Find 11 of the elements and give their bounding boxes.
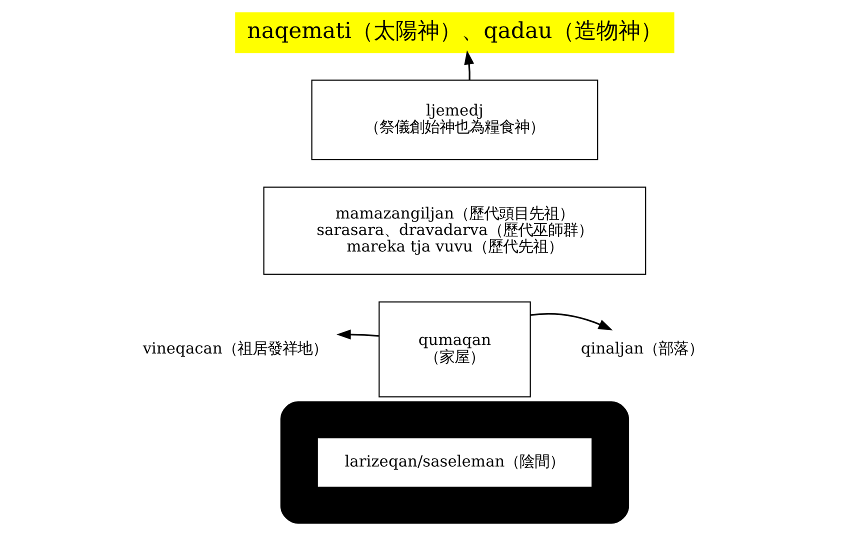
arrow [530, 312, 613, 330]
node-box: qumaqan （家屋） [378, 301, 531, 398]
arrow [464, 50, 474, 80]
cluster [280, 401, 630, 524]
node-text: vineqacan（祖居發祥地） [142, 339, 328, 358]
node-box: ljemedj （祭儀創始神也為糧食神） [311, 80, 598, 160]
node-box: naqemati（太陽神）、qadau（造物神） [235, 12, 674, 54]
arrow [336, 330, 379, 340]
node-text: qinaljan（部落） [580, 339, 704, 358]
node-box: larizeqan/saseleman（陰間） [318, 438, 592, 487]
node-box: mamazangiljan（歷代頭目先祖） sarasara、dravadarva（歷代巫師群） mareka tja vuvu（歷代先祖） [263, 186, 646, 275]
